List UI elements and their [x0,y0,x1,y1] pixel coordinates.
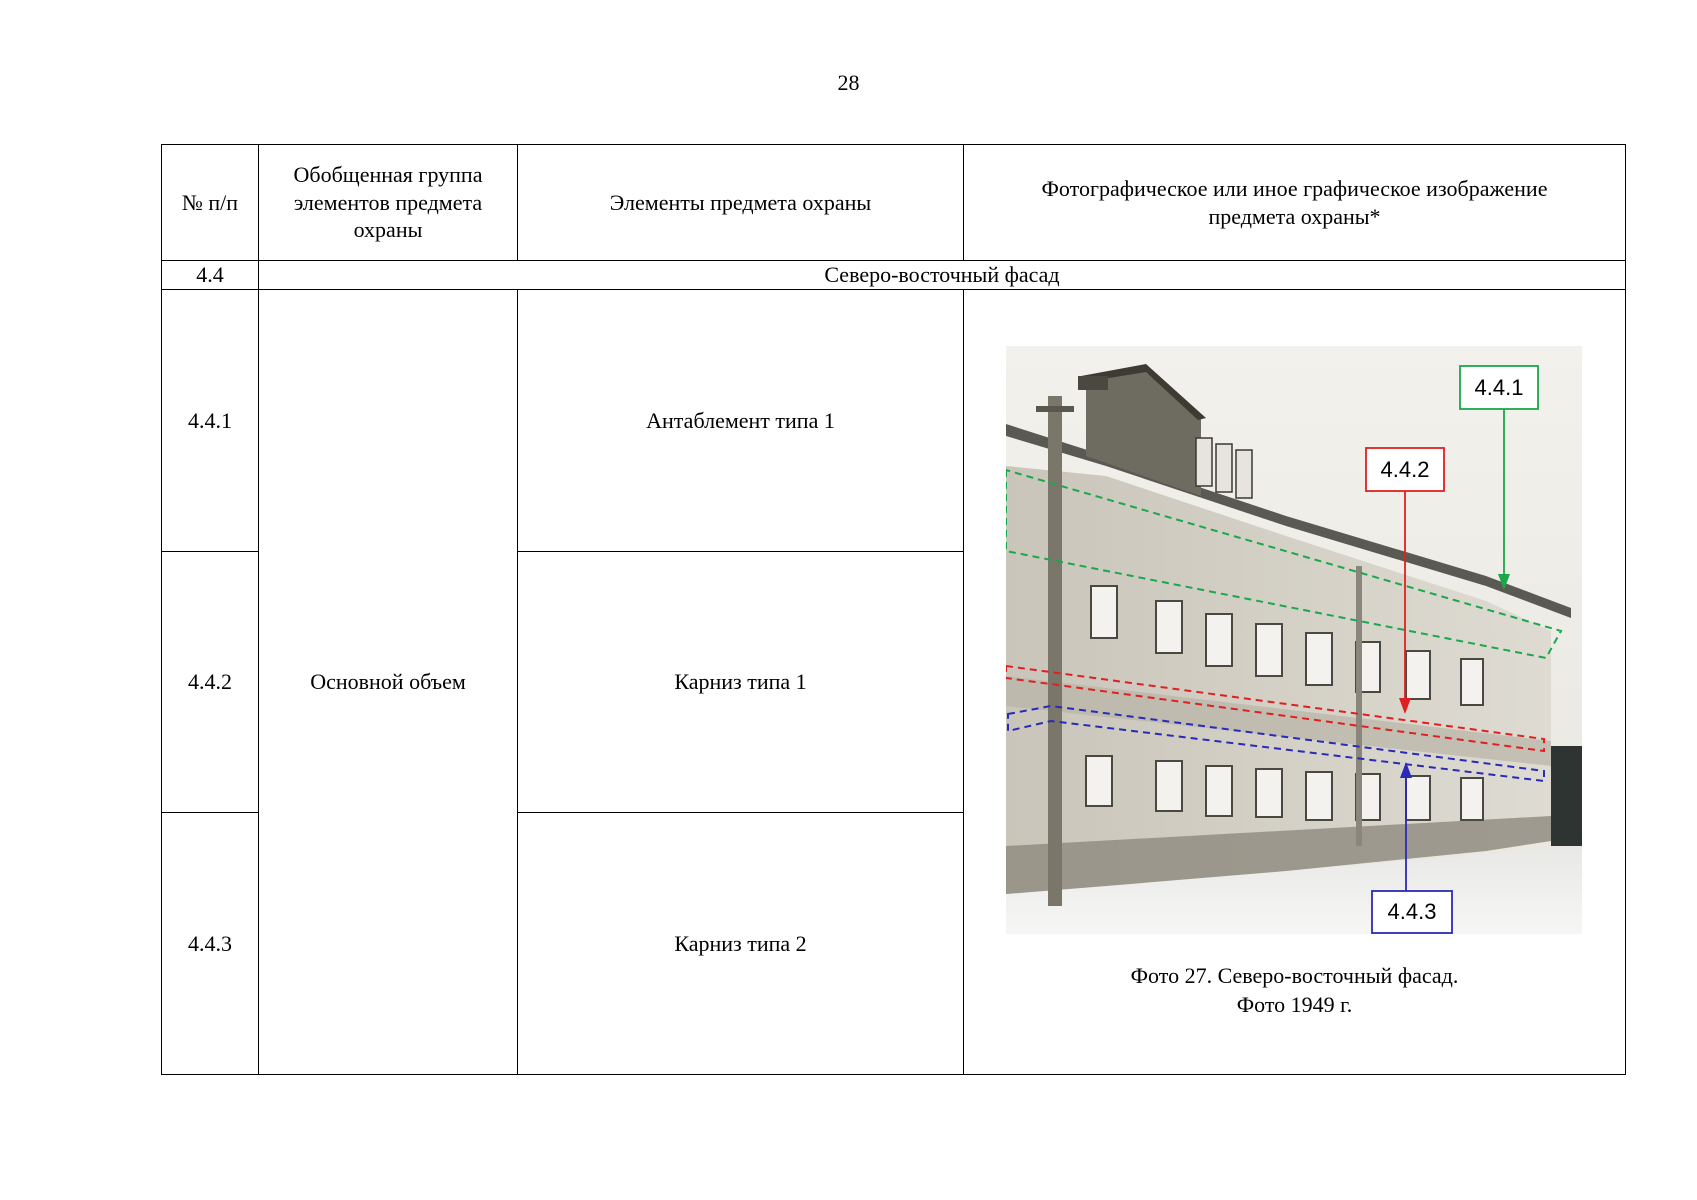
header-row: № п/п Обобщенная группа элементов предме… [161,144,1626,261]
neighbor-building [1551,746,1582,846]
header-num: № п/п [161,144,259,261]
row-element: Антаблемент типа 1 [517,289,964,552]
arrow-4-4-2 [1399,698,1411,714]
photo-caption: Фото 27. Северо-восточный фасад. Фото 19… [964,962,1625,1019]
label-4-4-1: 4.4.1 [1475,375,1524,400]
label-4-4-2: 4.4.2 [1381,457,1430,482]
photo-caption-line2: Фото 1949 г. [1236,991,1353,1017]
section-row: 4.4 Северо-восточный фасад [161,260,1626,290]
label-4-4-3: 4.4.3 [1388,899,1437,924]
dormer [1086,366,1201,496]
facade-photo-illustration: 4.4.1 4.4.2 4.4.3 [1005,346,1582,934]
page-number: 28 [837,70,860,95]
arrow-4-4-3 [1400,762,1412,778]
group-name: Основной объем [258,289,518,1075]
dormer-roof [1081,364,1206,420]
label-box-4-4-3 [1371,890,1453,934]
label-box-4-4-1 [1459,365,1539,410]
header-image: Фотографическое или иное графическое изо… [963,144,1626,261]
section-title: Северо-восточный фасад [258,260,1626,290]
facade-photo: 4.4.1 4.4.2 4.4.3 [1005,346,1582,934]
section-num: 4.4 [161,260,259,290]
row-element: Карниз типа 2 [517,812,964,1075]
chimney [1078,376,1108,390]
row-num: 4.4.1 [161,289,259,552]
header-group: Обобщенная группа элементов предмета охр… [258,144,518,261]
photo-cell: 4.4.1 4.4.2 4.4.3 [963,289,1626,1075]
row-element: Карниз типа 1 [517,551,964,813]
table-row: 4.4.2 Карниз типа 1 [161,551,1626,813]
protection-table: № п/п Обобщенная группа элементов предме… [161,144,1626,1075]
utility-pole [1048,396,1062,906]
row-num: 4.4.3 [161,812,259,1075]
row-num: 4.4.2 [161,551,259,813]
header-elements: Элементы предмета охраны [517,144,964,261]
table-row: 4.4.3 Карниз типа 2 [161,812,1626,1075]
photo-caption-line1: Фото 27. Северо-восточный фасад. [1130,963,1459,988]
outline-4-4-1 [1005,468,1563,660]
arrow-4-4-1 [1498,574,1510,590]
drainpipe [1356,566,1362,846]
table-row: 4.4.1 Основной объем Антаблемент типа 1 [161,289,1626,1075]
protection-table-grid: № п/п Обобщенная группа элементов предме… [161,144,1626,1075]
outline-4-4-2 [1005,664,1545,753]
